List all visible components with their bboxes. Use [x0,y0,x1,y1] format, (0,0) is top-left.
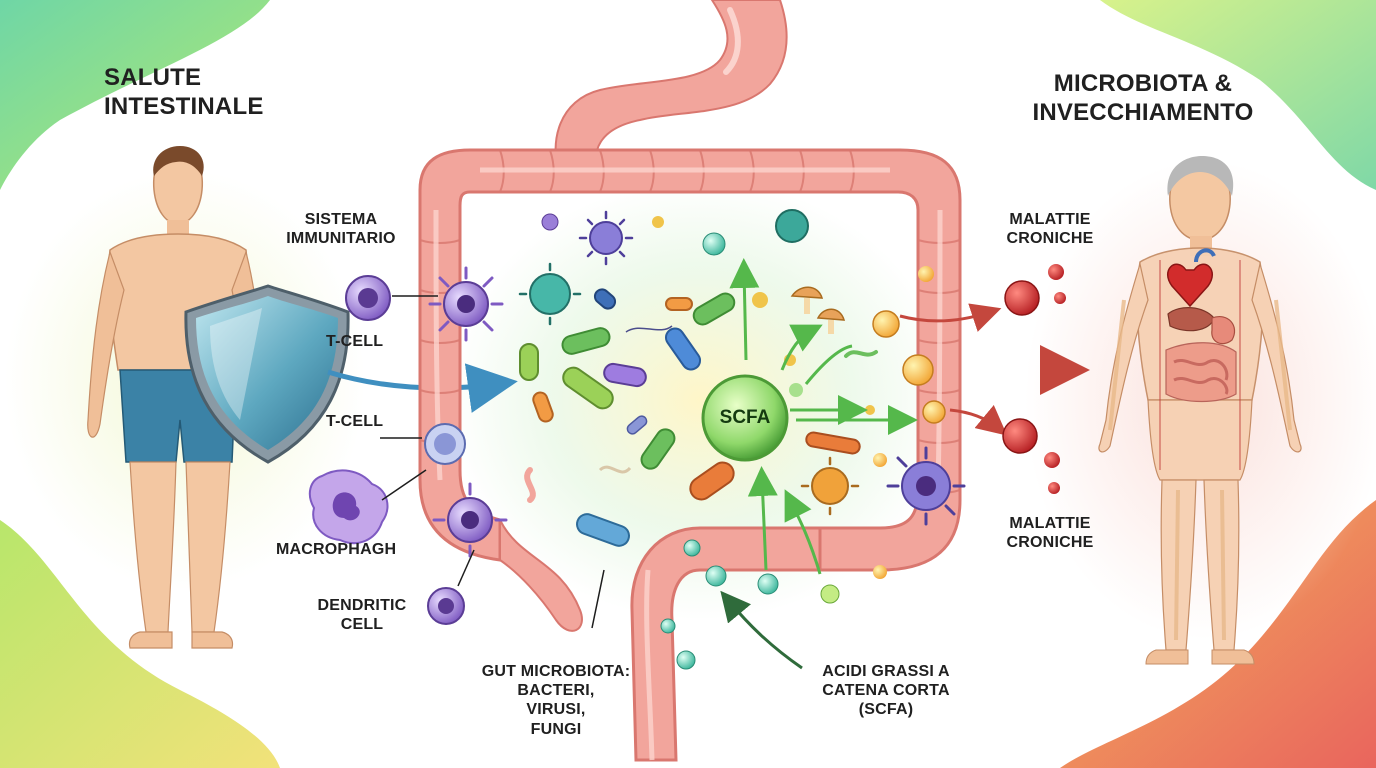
label-sistema-immunitario: SISTEMA IMMUNITARIO [286,211,396,248]
microbiota-pointer [591,569,605,629]
aging-person-figure [1098,156,1302,665]
label-scfa-core: SCFA [719,407,771,428]
outcome-arrows [899,303,1090,436]
dendritic-cell-icon [427,587,465,625]
label-gut-microbiota: GUT MICROBIOTA: BACTERI, VIRUSI, FUNGI [481,663,631,738]
corner-blob-bottom-right [1060,500,1376,768]
corner-blob-top-right [1100,0,1376,190]
chronic-disease-particles-bottom [1002,418,1060,494]
scfa-arrows [720,258,918,670]
bacteria-colon-top [775,209,809,243]
immune-cell-colon-1 [428,266,504,342]
microbiota-cluster [518,262,878,547]
immune-cell-colon-right [886,446,966,526]
corner-blob-bottom-left [0,520,280,768]
label-t-cell-2: T-CELL [326,413,384,430]
immune-cell-colon-3 [432,482,508,558]
macrophage-icon [308,469,389,545]
label-t-cell-1: T-CELL [326,333,384,350]
chronic-disease-particles-top [1004,264,1066,316]
scfa-sphere [701,374,789,462]
immune-cell-colon-2 [424,423,466,465]
label-acidi-grassi: ACIDI GRASSI A CATENA CORTA (SCFA) [822,663,950,719]
title-salute-intestinale: SALUTE INTESTINALE [104,64,264,120]
label-malattie-croniche-top: MALATTIE CRONICHE [1006,211,1094,248]
shield-icon [184,284,350,464]
label-dendritic-cell: DENDRITIC CELL [317,597,407,634]
scfa-particles [660,266,946,670]
title-microbiota-invecchiamento: MICROBIOTA & INVECCHIAMENTO [1032,70,1254,126]
immune-arrow [327,363,518,413]
halo-center [450,180,950,620]
t-cell-icon-1 [345,275,391,321]
label-macrophage: MACROPHAGH [276,541,397,558]
virus-icon-colon-top [578,210,634,266]
corner-blob-top-left [0,0,270,190]
label-malattie-croniche-bottom: MALATTIE CRONICHE [1006,515,1094,552]
